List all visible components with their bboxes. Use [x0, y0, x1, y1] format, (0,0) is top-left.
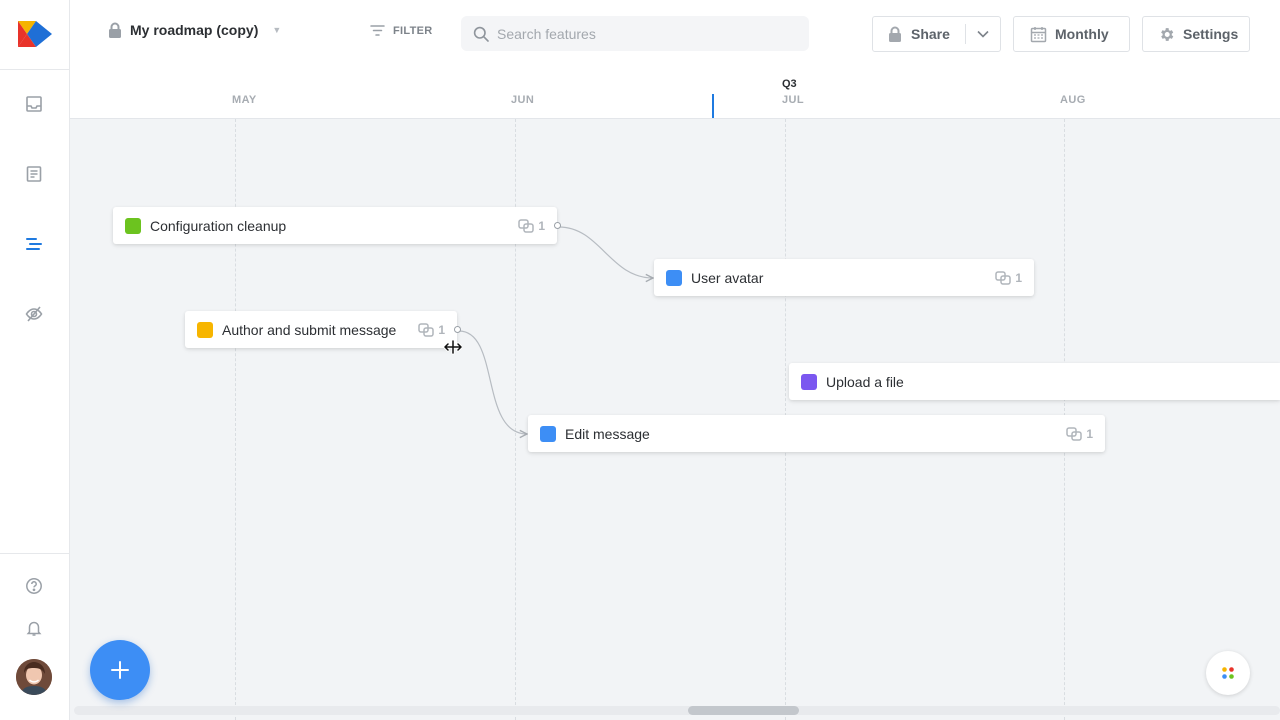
dependency-count[interactable]: 1: [418, 323, 445, 337]
hidden-icon[interactable]: [24, 304, 44, 324]
roadmap-icon[interactable]: [24, 234, 44, 254]
feature-card[interactable]: Author and submit message 1: [185, 311, 461, 348]
feature-card[interactable]: User avatar 1: [654, 259, 1034, 296]
roadmap-canvas[interactable]: Configuration cleanup 1 User avatar 1 Au…: [70, 119, 1280, 720]
timeline-header: Q3 MAY JUN JUL AUG: [70, 70, 1280, 119]
link-handle[interactable]: [554, 222, 561, 229]
month-label: AUG: [1060, 94, 1086, 106]
apps-launcher-button[interactable]: [1206, 651, 1250, 695]
top-bar: My roadmap (copy) ▼ FILTER Share: [70, 0, 1280, 70]
dependency-link: [558, 226, 653, 278]
link-icon: [1066, 426, 1083, 441]
roadmap-title: My roadmap (copy): [130, 22, 259, 38]
dependency-count[interactable]: 1: [518, 219, 545, 233]
plus-icon: [110, 660, 130, 680]
feature-card[interactable]: Edit message 1: [528, 415, 1105, 452]
feature-name: Author and submit message: [222, 321, 397, 338]
share-button-group: Share: [872, 16, 1001, 52]
settings-button[interactable]: Settings: [1142, 16, 1250, 52]
dependency-link: [458, 330, 527, 434]
document-icon[interactable]: [24, 164, 44, 184]
apps-grid-icon: [1221, 666, 1235, 680]
filter-label: FILTER: [393, 24, 433, 37]
link-icon: [418, 322, 435, 337]
add-feature-button[interactable]: [90, 640, 150, 700]
month-label: MAY: [232, 94, 257, 106]
lock-icon: [888, 26, 902, 42]
month-gridline: [235, 119, 236, 720]
today-marker: [712, 94, 714, 118]
filter-button[interactable]: FILTER: [370, 24, 432, 37]
scrollbar-thumb[interactable]: [688, 706, 799, 715]
sidebar: [0, 0, 70, 720]
sidebar-divider: [0, 69, 70, 70]
dependency-links: [458, 226, 1280, 720]
share-dropdown-button[interactable]: [966, 17, 1000, 51]
chevron-down-icon: [977, 30, 989, 38]
quarter-label: Q3: [782, 78, 797, 90]
search-input[interactable]: [497, 25, 787, 42]
app-logo[interactable]: [16, 17, 54, 51]
search-box[interactable]: [461, 16, 809, 51]
view-mode-button[interactable]: Monthly: [1013, 16, 1130, 52]
feature-card[interactable]: Configuration cleanup 1: [113, 207, 561, 244]
horizontal-scrollbar[interactable]: [74, 706, 1280, 715]
settings-label: Settings: [1183, 26, 1239, 42]
month-label: JUN: [511, 94, 535, 106]
month-gridline: [515, 119, 516, 720]
feature-color-swatch: [666, 269, 682, 286]
roadmap-selector[interactable]: My roadmap (copy) ▼: [108, 22, 281, 38]
feature-name: Upload a file: [826, 373, 904, 390]
feature-color-swatch: [801, 373, 817, 390]
link-icon: [518, 218, 535, 233]
share-divider: [965, 24, 966, 44]
inbox-icon[interactable]: [24, 94, 44, 114]
feature-name: User avatar: [691, 269, 764, 286]
lock-icon: [108, 22, 122, 38]
help-icon[interactable]: [24, 576, 44, 596]
resize-cursor-icon: [443, 338, 463, 356]
link-handle[interactable]: [454, 326, 461, 333]
sidebar-divider: [0, 553, 70, 554]
feature-color-swatch: [125, 217, 141, 234]
share-button[interactable]: Share: [873, 17, 965, 51]
feature-card[interactable]: Upload a file: [789, 363, 1280, 400]
feature-name: Configuration cleanup: [150, 217, 287, 234]
month-label: JUL: [782, 94, 804, 106]
filter-icon: [370, 24, 385, 37]
feature-name: Edit message: [565, 425, 650, 442]
user-avatar[interactable]: [16, 659, 52, 695]
bell-icon[interactable]: [24, 618, 44, 638]
dependency-count[interactable]: 1: [1066, 427, 1093, 441]
feature-color-swatch: [197, 321, 213, 338]
search-icon: [473, 26, 489, 42]
view-mode-label: Monthly: [1055, 26, 1109, 42]
feature-color-swatch: [540, 425, 556, 442]
gear-icon: [1158, 26, 1175, 43]
link-icon: [995, 270, 1012, 285]
dependency-count[interactable]: 1: [995, 271, 1022, 285]
calendar-icon: [1030, 26, 1047, 43]
caret-down-icon: ▼: [272, 25, 282, 35]
share-label: Share: [911, 26, 950, 42]
